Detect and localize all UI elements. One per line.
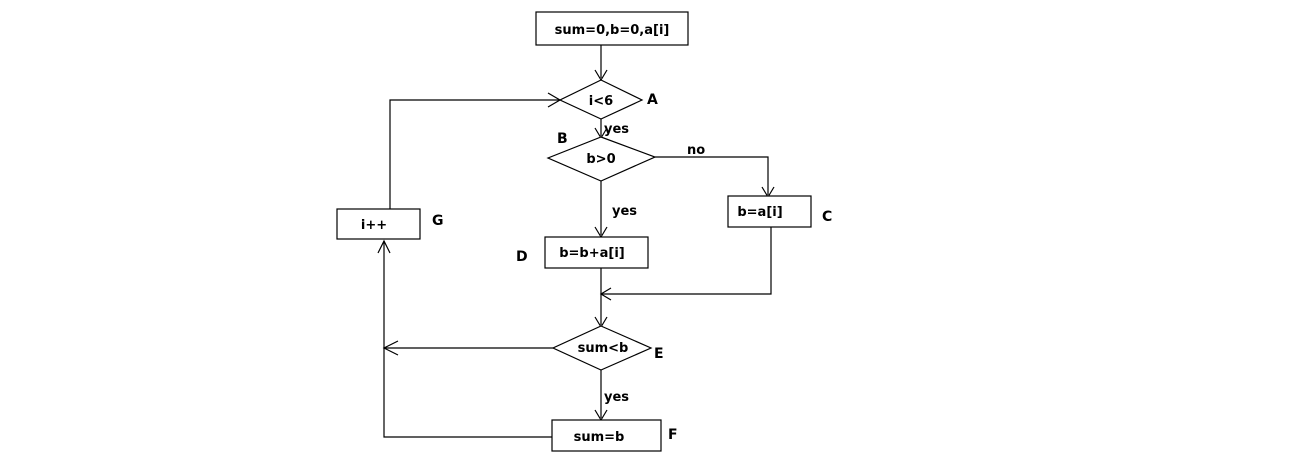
edge-assign-c-to-merge <box>601 227 772 295</box>
init-label: sum=0,b=0,a[i] <box>555 23 670 38</box>
add-d-box <box>544 236 649 269</box>
node-assign-f: sum=b <box>551 419 662 452</box>
edge-inc-g-to-cond-i <box>389 99 560 209</box>
edge-labels: yes no yes yes <box>604 122 705 405</box>
arrowhead-assign-c-to-merge <box>599 287 612 301</box>
edge-assign-f-to-inc-g <box>383 241 552 438</box>
tag-a: A <box>647 92 658 108</box>
inc-g-label: i++ <box>361 218 387 233</box>
tag-g: G <box>432 213 444 229</box>
add-d-label: b=b+a[i] <box>559 246 625 261</box>
assign-c-label: b=a[i] <box>737 205 782 220</box>
tag-e: E <box>654 346 664 362</box>
node-tags: A B C D E F G <box>432 92 832 443</box>
tag-b: B <box>557 131 568 147</box>
edge-label-b-no: no <box>687 143 705 158</box>
edge-label-i-yes: yes <box>604 122 629 137</box>
edge-label-b-yes: yes <box>612 204 637 219</box>
edges <box>377 45 775 438</box>
edge-cond-b-no-to-assign-c <box>655 156 769 195</box>
node-inc-g: i++ <box>336 208 421 240</box>
node-init: sum=0,b=0,a[i] <box>535 11 689 46</box>
assign-c-box <box>727 195 812 228</box>
assign-f-box <box>551 419 662 452</box>
tag-c: C <box>822 209 832 225</box>
cond-sum-label: sum<b <box>578 341 629 356</box>
arrowhead-to-inc-g <box>377 239 391 254</box>
tag-f: F <box>668 427 678 443</box>
cond-b-label: b>0 <box>586 152 615 167</box>
node-cond-b: b>0 <box>546 136 657 182</box>
node-cond-i: i<6 <box>558 79 644 120</box>
inc-g-box <box>336 208 421 240</box>
cond-i-label: i<6 <box>589 94 613 109</box>
cond-b-diamond <box>546 136 657 182</box>
cond-sum-diamond <box>551 325 653 371</box>
node-cond-sum: sum<b <box>551 325 653 371</box>
assign-f-label: sum=b <box>574 430 625 445</box>
node-assign-c: b=a[i] <box>727 195 812 228</box>
init-box <box>535 11 689 46</box>
edge-label-sum-yes: yes <box>604 390 629 405</box>
cond-i-diamond <box>558 79 644 120</box>
node-add-d: b=b+a[i] <box>544 236 649 269</box>
tag-d: D <box>516 249 528 265</box>
